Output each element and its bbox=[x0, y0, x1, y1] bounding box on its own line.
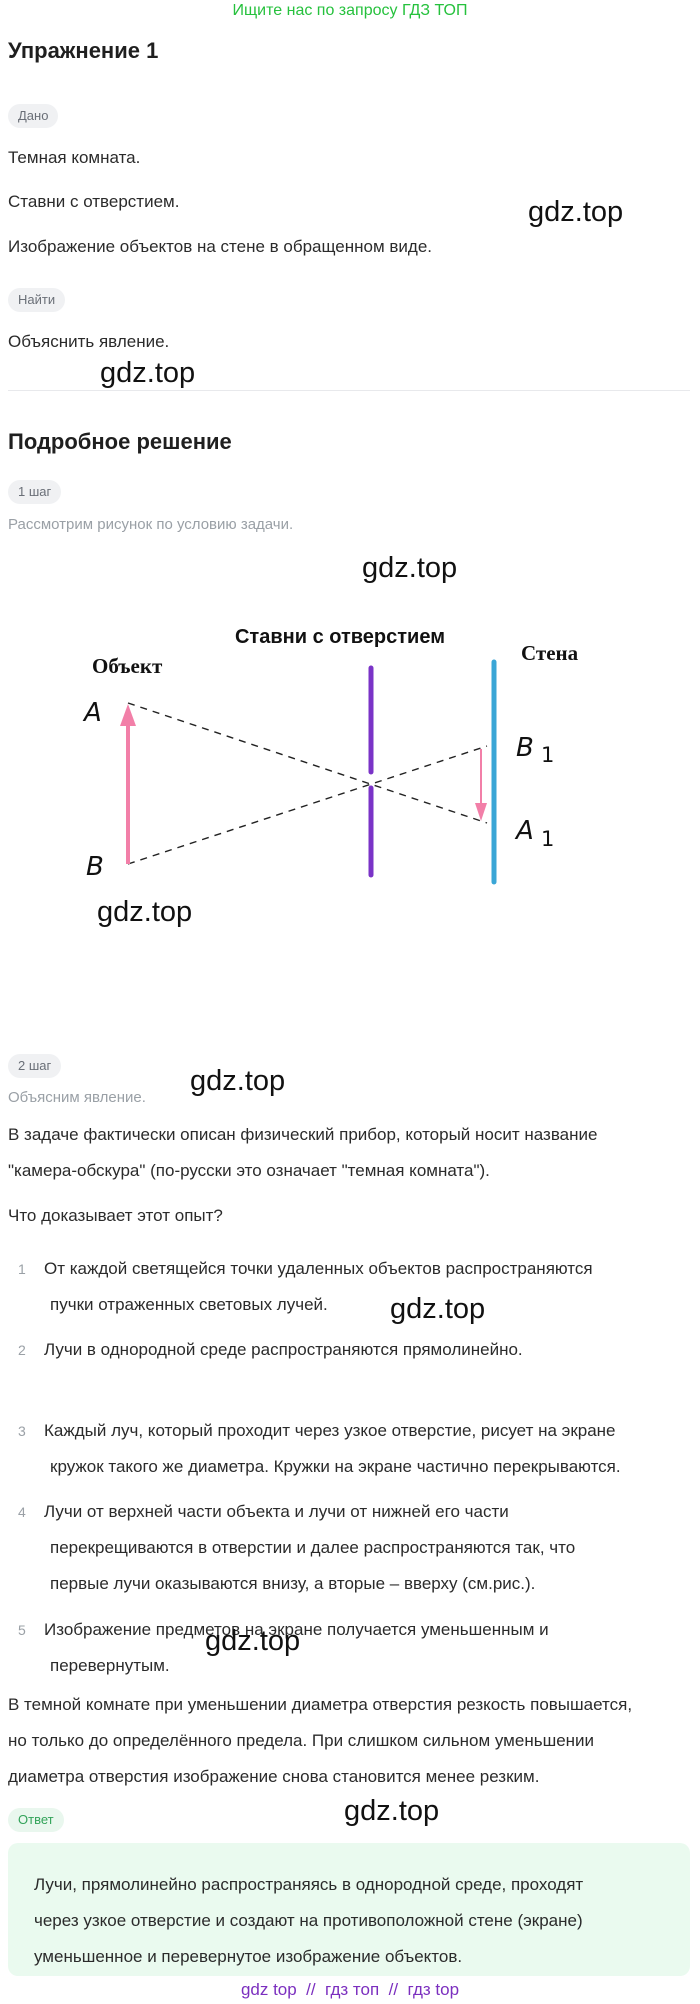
given-badge: Дано bbox=[8, 104, 59, 128]
answer-line: уменьшенное и перевернутое изображение о… bbox=[34, 1947, 463, 1966]
paragraph-line: В задаче фактически описан физический пр… bbox=[8, 1125, 598, 1144]
list-item-cont: первые лучи оказываются внизу, а вторые … bbox=[50, 1574, 536, 1593]
watermark: gdz.top bbox=[344, 1795, 440, 1827]
point-a1-label: A bbox=[514, 816, 534, 846]
list-item-cont: кружок такого же диаметра. Кружки на экр… bbox=[50, 1457, 621, 1476]
step-badge: 2 шаг bbox=[8, 1054, 62, 1078]
ray-top bbox=[127, 702, 488, 824]
watermark: gdz.top bbox=[97, 896, 193, 928]
watermark: gdz.top bbox=[528, 196, 624, 228]
step-badge: 1 шаг bbox=[8, 480, 62, 504]
point-a1-subscript: 1 bbox=[541, 827, 554, 851]
given-line: Изображение объектов на стене в обращенн… bbox=[8, 237, 433, 256]
paragraph-line: но только до определённого предела. При … bbox=[8, 1731, 595, 1750]
list-number: 4 bbox=[18, 1504, 26, 1520]
answer-line: Лучи, прямолинейно распространяясь в одн… bbox=[34, 1875, 584, 1894]
watermark: gdz.top bbox=[390, 1293, 486, 1325]
answer-box: Лучи, прямолинейно распространяясь в одн… bbox=[8, 1843, 690, 1976]
point-b1-label: B bbox=[516, 733, 534, 763]
list-number: 2 bbox=[18, 1342, 26, 1358]
ray-bottom bbox=[127, 745, 488, 865]
paragraph-line: В темной комнате при уменьшении диаметра… bbox=[8, 1695, 633, 1714]
search-banner: Ищите нас по запросу ГДЗ ТОП bbox=[232, 2, 468, 19]
question-line: Что доказывает этот опыт? bbox=[8, 1206, 223, 1225]
paragraph-line: "камера-обскура" (по-русски это означает… bbox=[8, 1161, 490, 1180]
camera-obscura-diagram: Ставни с отверстием Объект Стена A B B 1… bbox=[82, 626, 579, 885]
wall-label: Стена bbox=[521, 641, 579, 665]
image-arrow-head bbox=[475, 803, 487, 821]
watermark: gdz.top bbox=[205, 1625, 301, 1657]
answer-badge: Ответ bbox=[8, 1808, 64, 1832]
paragraph-line: диаметра отверстия изображение снова ста… bbox=[8, 1767, 540, 1786]
diagram-title: Ставни с отверстием bbox=[235, 626, 445, 648]
solution-title: Подробное решение bbox=[8, 429, 232, 454]
list-number: 5 bbox=[18, 1622, 26, 1638]
find-line: Объяснить явление. bbox=[8, 332, 170, 351]
list-item-cont: перевернутым. bbox=[50, 1656, 170, 1675]
watermark: gdz.top bbox=[100, 357, 196, 389]
object-label: Объект bbox=[92, 654, 163, 678]
given-line: Ставни с отверстием. bbox=[8, 192, 180, 211]
list-item-cont: перекрещиваются в отверстии и далее расп… bbox=[50, 1538, 576, 1557]
page-title: Упражнение 1 bbox=[8, 38, 159, 63]
object-arrow-head bbox=[120, 704, 136, 726]
find-badge: Найти bbox=[8, 288, 66, 312]
section-divider bbox=[8, 390, 690, 391]
answer-line: через узкое отверстие и создают на проти… bbox=[34, 1911, 583, 1930]
step-text: Рассмотрим рисунок по условию задачи. bbox=[8, 516, 294, 533]
given-line: Темная комната. bbox=[8, 148, 141, 167]
watermark: gdz.top bbox=[362, 552, 458, 584]
step-text: Объясним явление. bbox=[8, 1089, 146, 1106]
list-number: 3 bbox=[18, 1423, 26, 1439]
point-a-label: A bbox=[82, 698, 102, 728]
footer-links[interactable]: gdz top // гдз топ // гдз top bbox=[240, 1980, 460, 1999]
list-item-cont: пучки отраженных световых лучей. bbox=[50, 1295, 328, 1314]
point-b1-subscript: 1 bbox=[541, 743, 554, 767]
point-b-label: B bbox=[86, 852, 104, 882]
watermark: gdz.top bbox=[190, 1065, 286, 1097]
list-number: 1 bbox=[18, 1261, 26, 1277]
